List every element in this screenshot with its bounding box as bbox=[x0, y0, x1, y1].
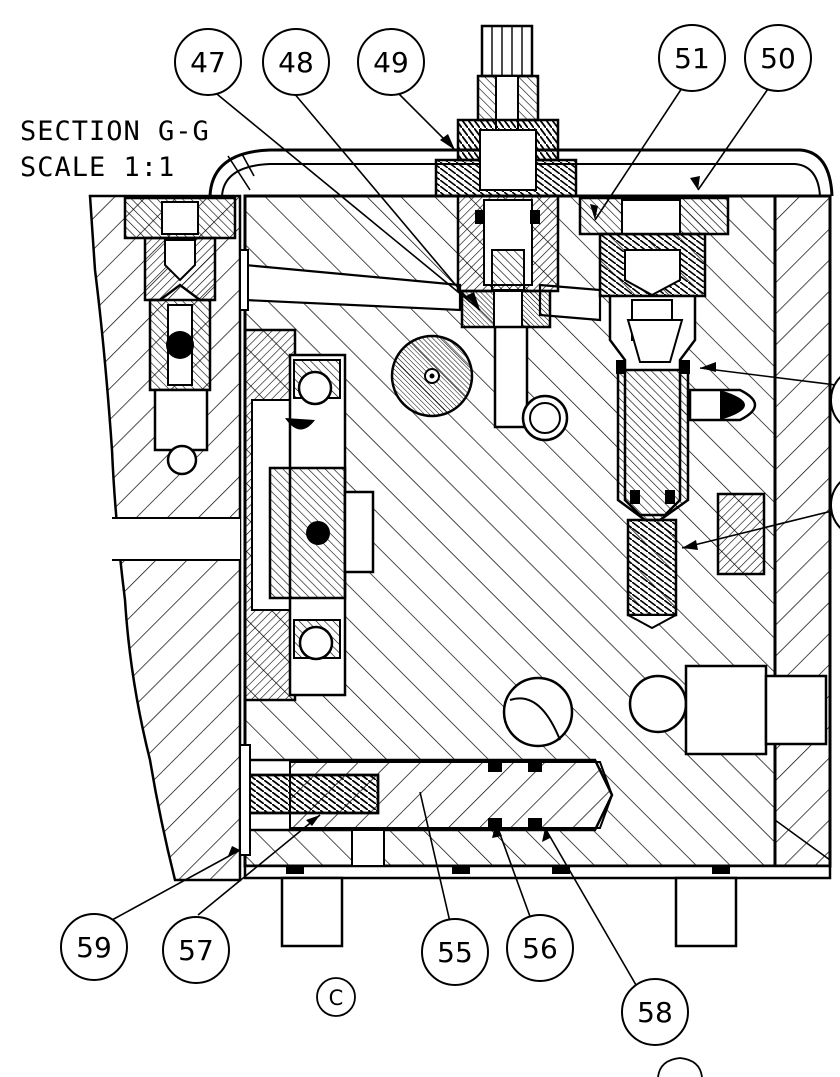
callout-partial-right-upper bbox=[830, 375, 840, 425]
callout-49-label: 49 bbox=[373, 46, 409, 79]
left-cartridge bbox=[123, 196, 237, 476]
right-valve bbox=[578, 196, 766, 630]
callout-c-label: C bbox=[329, 986, 344, 1010]
section-title: SECTION G-G SCALE 1:1 bbox=[20, 116, 210, 183]
callout-56: 56 bbox=[506, 914, 574, 982]
callout-58-label: 58 bbox=[637, 996, 673, 1029]
bottom-feet bbox=[280, 866, 738, 948]
callout-47-label: 47 bbox=[190, 46, 226, 79]
callout-48: 48 bbox=[262, 28, 330, 96]
section-title-line1: SECTION G-G bbox=[20, 116, 210, 147]
callout-49: 49 bbox=[357, 28, 425, 96]
callout-55: 55 bbox=[421, 918, 489, 986]
callout-57-label: 57 bbox=[178, 934, 214, 967]
callout-47: 47 bbox=[174, 28, 242, 96]
eccentric-assembly bbox=[243, 328, 375, 702]
callout-48-label: 48 bbox=[278, 46, 314, 79]
callout-51-label: 51 bbox=[674, 42, 710, 75]
callout-51: 51 bbox=[658, 24, 726, 92]
leader-lines bbox=[111, 85, 837, 986]
callout-50-label: 50 bbox=[760, 42, 796, 75]
center-valve bbox=[434, 24, 578, 442]
callout-partial-bottom bbox=[657, 1057, 703, 1077]
callout-55-label: 55 bbox=[437, 936, 473, 969]
callout-59: 59 bbox=[60, 913, 128, 981]
callout-57: 57 bbox=[162, 916, 230, 984]
callout-56-label: 56 bbox=[522, 932, 558, 965]
lower-balls bbox=[502, 664, 828, 756]
callout-50: 50 bbox=[744, 24, 812, 92]
leader-arrows bbox=[228, 134, 716, 856]
section-title-line2: SCALE 1:1 bbox=[20, 152, 175, 183]
passages bbox=[239, 249, 602, 322]
callout-partial-right-lower bbox=[830, 480, 840, 530]
top-cover bbox=[208, 148, 834, 197]
callout-58: 58 bbox=[621, 978, 689, 1046]
disc-plug bbox=[390, 334, 474, 418]
left-housing bbox=[88, 194, 242, 882]
callout-c: C bbox=[316, 977, 356, 1017]
bottom-spool bbox=[239, 744, 614, 867]
callout-59-label: 59 bbox=[76, 931, 112, 964]
